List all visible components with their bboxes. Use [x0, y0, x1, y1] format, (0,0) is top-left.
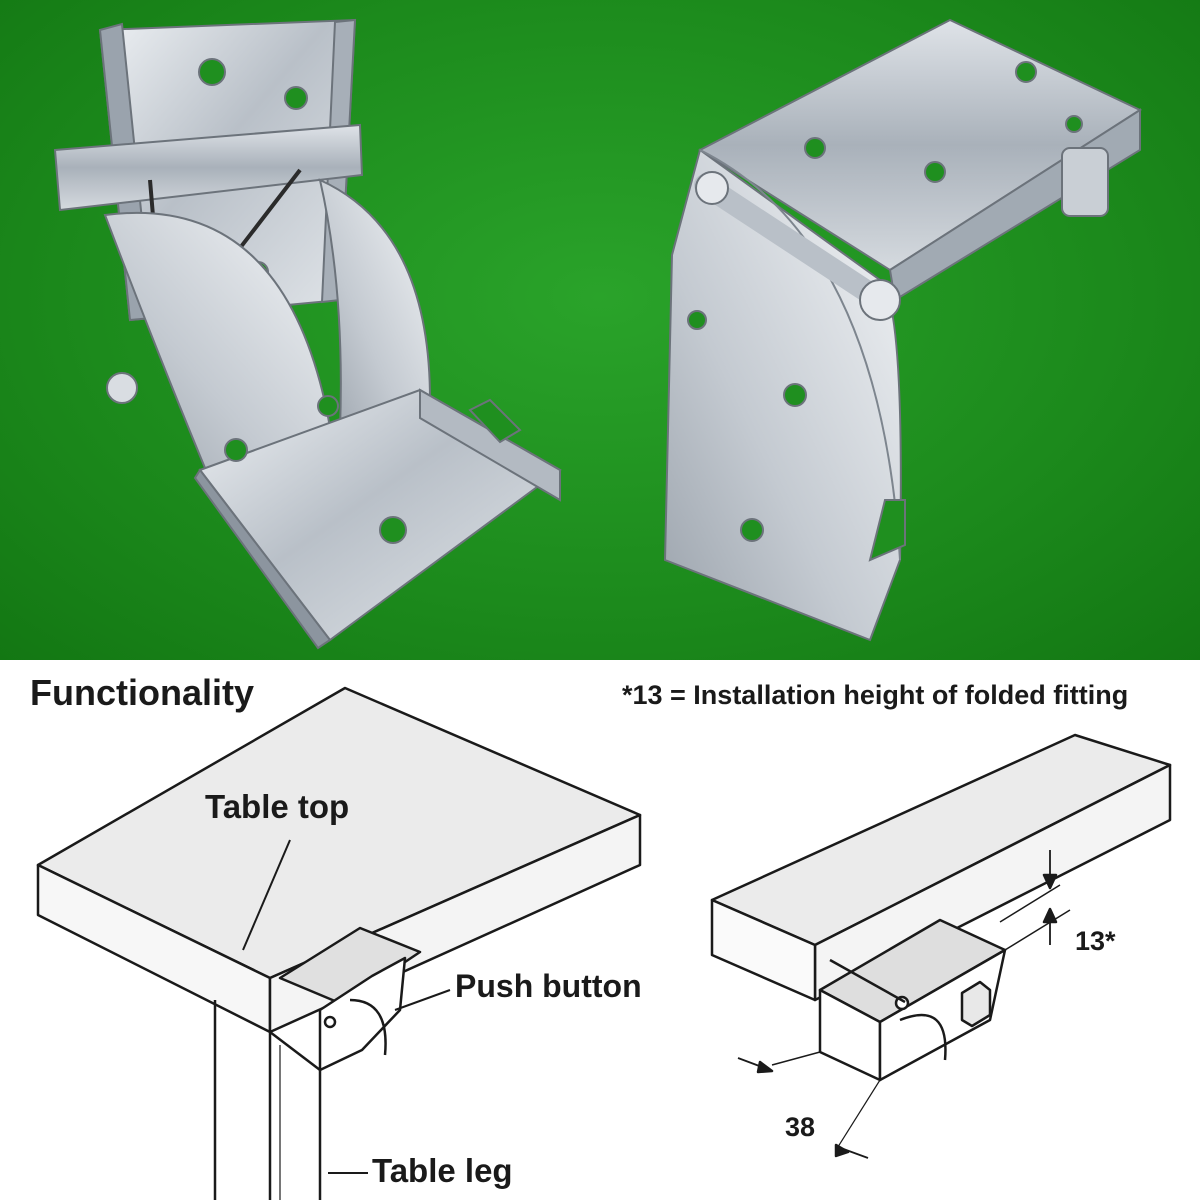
folded-fitting-drawing	[710, 733, 1172, 1159]
push-button-label: Push button	[455, 968, 642, 1004]
table-leg-label: Table leg	[372, 1152, 513, 1189]
width-dimension-label: 38	[785, 1112, 816, 1142]
table-corner-drawing	[36, 686, 642, 1200]
product-photo-panel	[0, 0, 1200, 660]
hinge-open-icon	[53, 18, 562, 650]
technical-drawing	[36, 686, 1172, 1200]
photo-illustrations	[53, 18, 1143, 650]
diagram-heading: Functionality	[30, 672, 254, 713]
installation-height-note: *13 = Installation height of folded fitt…	[622, 680, 1129, 710]
hinge-folded-icon	[663, 18, 1143, 642]
table-top-label: Table top	[205, 788, 350, 825]
height-dimension-label: 13*	[1075, 926, 1116, 956]
functionality-diagram: Functionality *13 = Installation height …	[0, 660, 1200, 1200]
